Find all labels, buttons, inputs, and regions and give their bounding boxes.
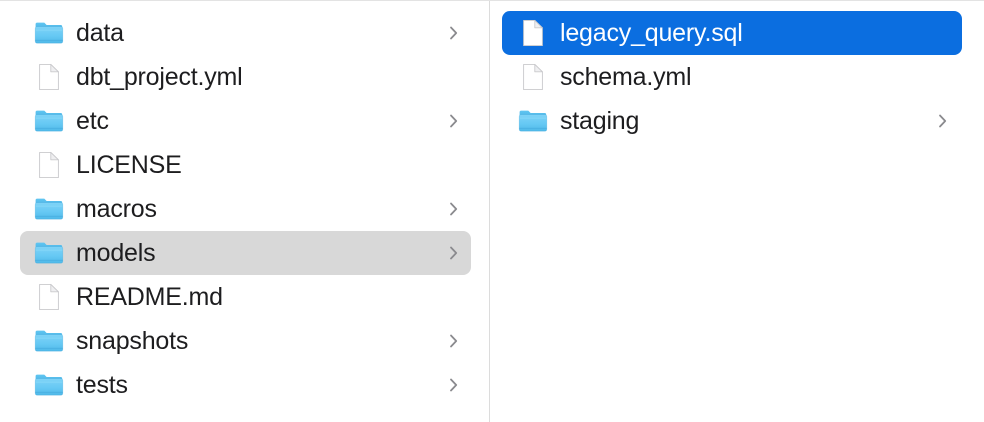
- list-item[interactable]: snapshots: [20, 319, 471, 363]
- list-item-label: dbt_project.yml: [76, 63, 243, 91]
- chevron-right-icon: [936, 110, 950, 132]
- folder-icon: [34, 326, 64, 356]
- list-item-label: LICENSE: [76, 151, 182, 179]
- list-item-label: tests: [76, 371, 128, 399]
- folder-icon: [34, 238, 64, 268]
- chevron-right-icon: [447, 22, 461, 44]
- folder-icon: [34, 194, 64, 224]
- list-item-label: data: [76, 19, 124, 47]
- document-icon: [518, 18, 548, 48]
- folder-icon: [34, 106, 64, 136]
- list-item[interactable]: etc: [20, 99, 471, 143]
- list-item[interactable]: dbt_project.yml: [20, 55, 471, 99]
- folder-icon: [34, 370, 64, 400]
- child-column-list: legacy_query.sql schema.yml: [490, 11, 984, 143]
- chevron-right-icon: [447, 374, 461, 396]
- folder-icon: [34, 18, 64, 48]
- document-icon: [34, 62, 64, 92]
- document-icon: [518, 62, 548, 92]
- list-item[interactable]: schema.yml: [502, 55, 962, 99]
- list-item[interactable]: macros: [20, 187, 471, 231]
- list-item[interactable]: legacy_query.sql: [502, 11, 962, 55]
- list-item-label: snapshots: [76, 327, 189, 355]
- list-item-label: etc: [76, 107, 109, 135]
- chevron-right-icon: [447, 330, 461, 352]
- list-item-label: staging: [560, 107, 640, 135]
- list-item[interactable]: README.md: [20, 275, 471, 319]
- list-item-label: schema.yml: [560, 63, 692, 91]
- document-icon: [34, 150, 64, 180]
- chevron-right-icon: [447, 242, 461, 264]
- list-item-label: models: [76, 239, 156, 267]
- list-item[interactable]: LICENSE: [20, 143, 471, 187]
- document-icon: [34, 282, 64, 312]
- list-item-label: legacy_query.sql: [560, 19, 743, 47]
- list-item[interactable]: staging: [502, 99, 962, 143]
- list-item[interactable]: tests: [20, 363, 471, 407]
- list-item[interactable]: models: [20, 231, 471, 275]
- folder-icon: [518, 106, 548, 136]
- list-item[interactable]: data: [20, 11, 471, 55]
- child-column[interactable]: legacy_query.sql schema.yml: [490, 1, 984, 422]
- list-item-label: macros: [76, 195, 157, 223]
- list-item-label: README.md: [76, 283, 223, 311]
- parent-column[interactable]: data dbt_project.yml: [0, 1, 490, 422]
- chevron-right-icon: [447, 198, 461, 220]
- parent-column-list: data dbt_project.yml: [0, 11, 489, 407]
- chevron-right-icon: [447, 110, 461, 132]
